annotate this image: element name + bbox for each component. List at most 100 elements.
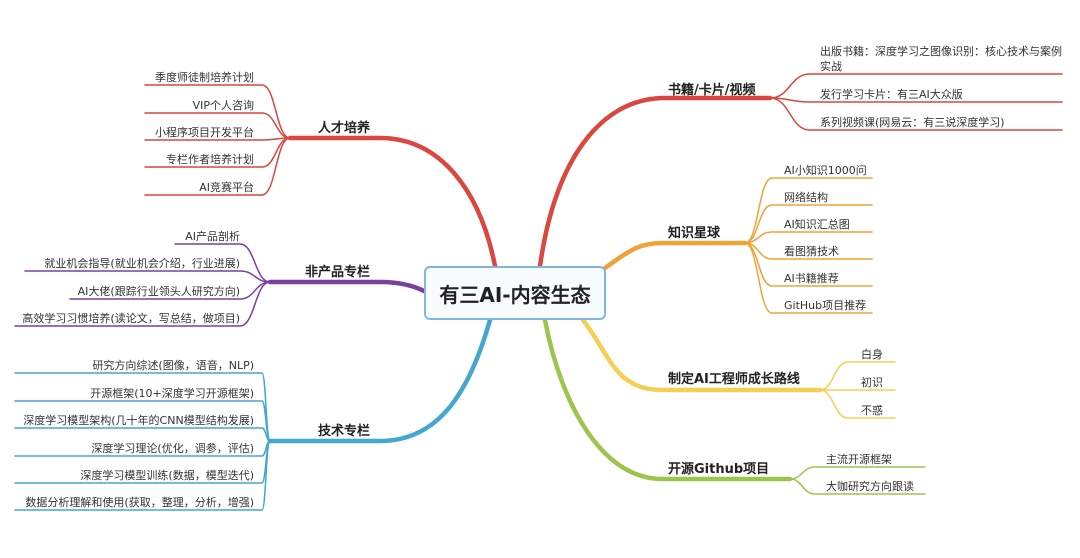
- leaf-connector-talent-5: [144, 137, 291, 196]
- branch-tech-label: 技术专栏: [318, 424, 371, 439]
- leaf-label: AI书籍推荐: [784, 272, 839, 285]
- leaf-label: 小程序项目开发平台: [155, 126, 254, 139]
- leaf-talent-3[interactable]: 小程序项目开发平台: [155, 124, 254, 140]
- leaf-connector-tech-3: [14, 427, 271, 442]
- leaf-nonproduct-3[interactable]: AI大佬(跟踪行业领头人研究方向): [78, 283, 240, 299]
- leaf-connector-planet-6: [744, 242, 873, 314]
- leaf-label: 开源框架(10+深度学习开源框架): [90, 387, 254, 400]
- leaf-github-1[interactable]: 主流开源框架: [826, 451, 892, 467]
- leaf-talent-5[interactable]: AI竞赛平台: [199, 179, 254, 195]
- branch-roadmap-label: 制定AI工程师成长路线: [668, 372, 800, 387]
- leaf-label: 系列视频课(网易云：有三说深度学习): [820, 116, 1005, 129]
- leaf-books-3[interactable]: 系列视频课(网易云：有三说深度学习): [820, 114, 1005, 130]
- leaf-tech-3[interactable]: 深度学习模型架构(几十年的CNN模型结构发展): [23, 412, 254, 428]
- branch-nonproduct[interactable]: 非产品专栏: [305, 261, 370, 280]
- leaf-label: 深度学习模型架构(几十年的CNN模型结构发展): [23, 414, 254, 427]
- leaf-connector-github-1: [789, 466, 926, 480]
- leaf-connector-planet-3: [744, 231, 873, 244]
- leaf-label: 不惑: [861, 404, 883, 417]
- leaf-label: 数据分析理解和使用(获取，整理，分析，增强): [25, 496, 254, 509]
- central-topic-label: 有三AI-内容生态: [439, 282, 591, 307]
- leaf-label: AI产品剖析: [185, 230, 240, 243]
- leaf-label: 大咖研究方向跟读: [826, 480, 914, 493]
- leaf-tech-2[interactable]: 开源框架(10+深度学习开源框架): [90, 385, 254, 401]
- leaf-connector-books-3: [769, 97, 1063, 131]
- leaf-label: 就业机会指导(就业机会介绍，行业进展): [44, 257, 240, 270]
- leaf-connector-tech-6: [14, 440, 271, 511]
- branch-planet[interactable]: 知识星球: [668, 222, 720, 241]
- branch-books-label: 书籍/卡片/视频: [668, 83, 756, 98]
- branch-talent-label: 人才培养: [318, 121, 371, 136]
- leaf-label: 白身: [861, 348, 883, 361]
- leaf-tech-6[interactable]: 数据分析理解和使用(获取，整理，分析，增强): [25, 494, 254, 510]
- leaf-planet-3[interactable]: AI知识汇总图: [784, 216, 850, 232]
- leaf-connector-talent-1: [144, 84, 291, 139]
- main-connector-github: [542, 317, 793, 482]
- leaf-label: GitHub项目推荐: [784, 299, 867, 312]
- branch-roadmap[interactable]: 制定AI工程师成长路线: [668, 368, 800, 387]
- leaf-nonproduct-1[interactable]: AI产品剖析: [185, 228, 240, 244]
- leaf-label: 网络结构: [784, 191, 828, 204]
- main-connector-talent: [287, 135, 498, 269]
- leaf-connector-books-1: [769, 73, 1063, 99]
- branch-books[interactable]: 书籍/卡片/视频: [668, 79, 756, 98]
- leaf-talent-1[interactable]: 季度师徒制培养计划: [155, 69, 254, 85]
- main-connector-tech: [267, 317, 493, 444]
- leaf-connector-roadmap-1: [819, 361, 896, 391]
- leaf-connector-roadmap-3: [819, 389, 896, 419]
- leaf-label: 主流开源框架: [826, 453, 892, 466]
- leaf-tech-5[interactable]: 深度学习模型训练(数据，模型迭代): [80, 467, 254, 483]
- leaf-planet-5[interactable]: AI书籍推荐: [784, 270, 839, 286]
- main-connector-roadmap: [580, 317, 823, 393]
- leaf-books-1[interactable]: 出版书籍：深度学习之图像识别：核心技术与案例实战: [820, 44, 1068, 74]
- branch-tech[interactable]: 技术专栏: [318, 420, 370, 439]
- leaf-label: 发行学习卡片：有三AI大众版: [820, 88, 963, 101]
- leaf-connector-nonproduct-2: [24, 270, 271, 283]
- leaf-roadmap-3[interactable]: 不惑: [861, 402, 883, 418]
- leaf-planet-1[interactable]: AI小知识1000问: [784, 162, 867, 178]
- leaf-label: 看图猜技术: [784, 245, 839, 258]
- leaf-planet-2[interactable]: 网络结构: [784, 189, 828, 205]
- leaf-label: 初识: [861, 376, 883, 389]
- leaf-label: 高效学习习惯培养(读论文，写总结，做项目): [22, 312, 240, 325]
- leaf-connector-books-2: [769, 97, 1063, 103]
- leaf-nonproduct-4[interactable]: 高效学习习惯培养(读论文，写总结，做项目): [22, 310, 240, 326]
- leaf-connector-planet-2: [744, 204, 873, 244]
- branch-github[interactable]: 开源Github项目: [668, 458, 769, 477]
- main-connector-planet: [602, 240, 748, 271]
- leaf-nonproduct-2[interactable]: 就业机会指导(就业机会介绍，行业进展): [44, 255, 240, 271]
- leaf-connector-talent-2: [144, 112, 291, 139]
- leaf-talent-4[interactable]: 专栏作者培养计划: [166, 151, 254, 167]
- leaf-talent-2[interactable]: VIP个人咨询: [193, 97, 254, 113]
- central-topic[interactable]: 有三AI-内容生态: [424, 266, 606, 320]
- leaf-label: AI大佬(跟踪行业领头人研究方向): [77, 285, 240, 298]
- leaf-label: 季度师徒制培养计划: [155, 71, 254, 84]
- leaf-roadmap-1[interactable]: 白身: [861, 346, 883, 362]
- leaf-label: AI竞赛平台: [199, 181, 254, 194]
- leaf-label: 深度学习理论(优化，调参，评估): [91, 442, 254, 455]
- leaf-label: AI小知识1000问: [784, 164, 867, 177]
- leaf-connector-tech-1: [14, 372, 271, 442]
- leaf-books-2[interactable]: 发行学习卡片：有三AI大众版: [820, 86, 963, 102]
- leaf-tech-4[interactable]: 深度学习理论(优化，调参，评估): [91, 440, 254, 456]
- leaf-label: 专栏作者培养计划: [166, 153, 254, 166]
- leaf-connector-nonproduct-1: [174, 243, 271, 283]
- branch-github-label: 开源Github项目: [668, 462, 770, 477]
- leaf-label: AI知识汇总图: [784, 218, 850, 231]
- leaf-planet-4[interactable]: 看图猜技术: [784, 243, 839, 259]
- leaf-github-2[interactable]: 大咖研究方向跟读: [826, 478, 914, 494]
- leaf-planet-6[interactable]: GitHub项目推荐: [784, 297, 866, 313]
- leaf-label: VIP个人咨询: [192, 99, 254, 112]
- branch-planet-label: 知识星球: [668, 226, 721, 241]
- leaf-tech-1[interactable]: 研究方向综述(图像，语音，NLP): [92, 357, 254, 373]
- leaf-label: 研究方向综述(图像，语音，NLP): [92, 359, 254, 372]
- leaf-connector-planet-1: [744, 177, 873, 244]
- leaf-connector-nonproduct-4: [14, 281, 271, 327]
- leaf-roadmap-2[interactable]: 初识: [861, 374, 883, 390]
- main-connector-books: [537, 95, 773, 269]
- leaf-label: 深度学习模型训练(数据，模型迭代): [80, 469, 254, 482]
- leaf-connector-github-2: [789, 478, 926, 495]
- branch-talent[interactable]: 人才培养: [318, 117, 370, 136]
